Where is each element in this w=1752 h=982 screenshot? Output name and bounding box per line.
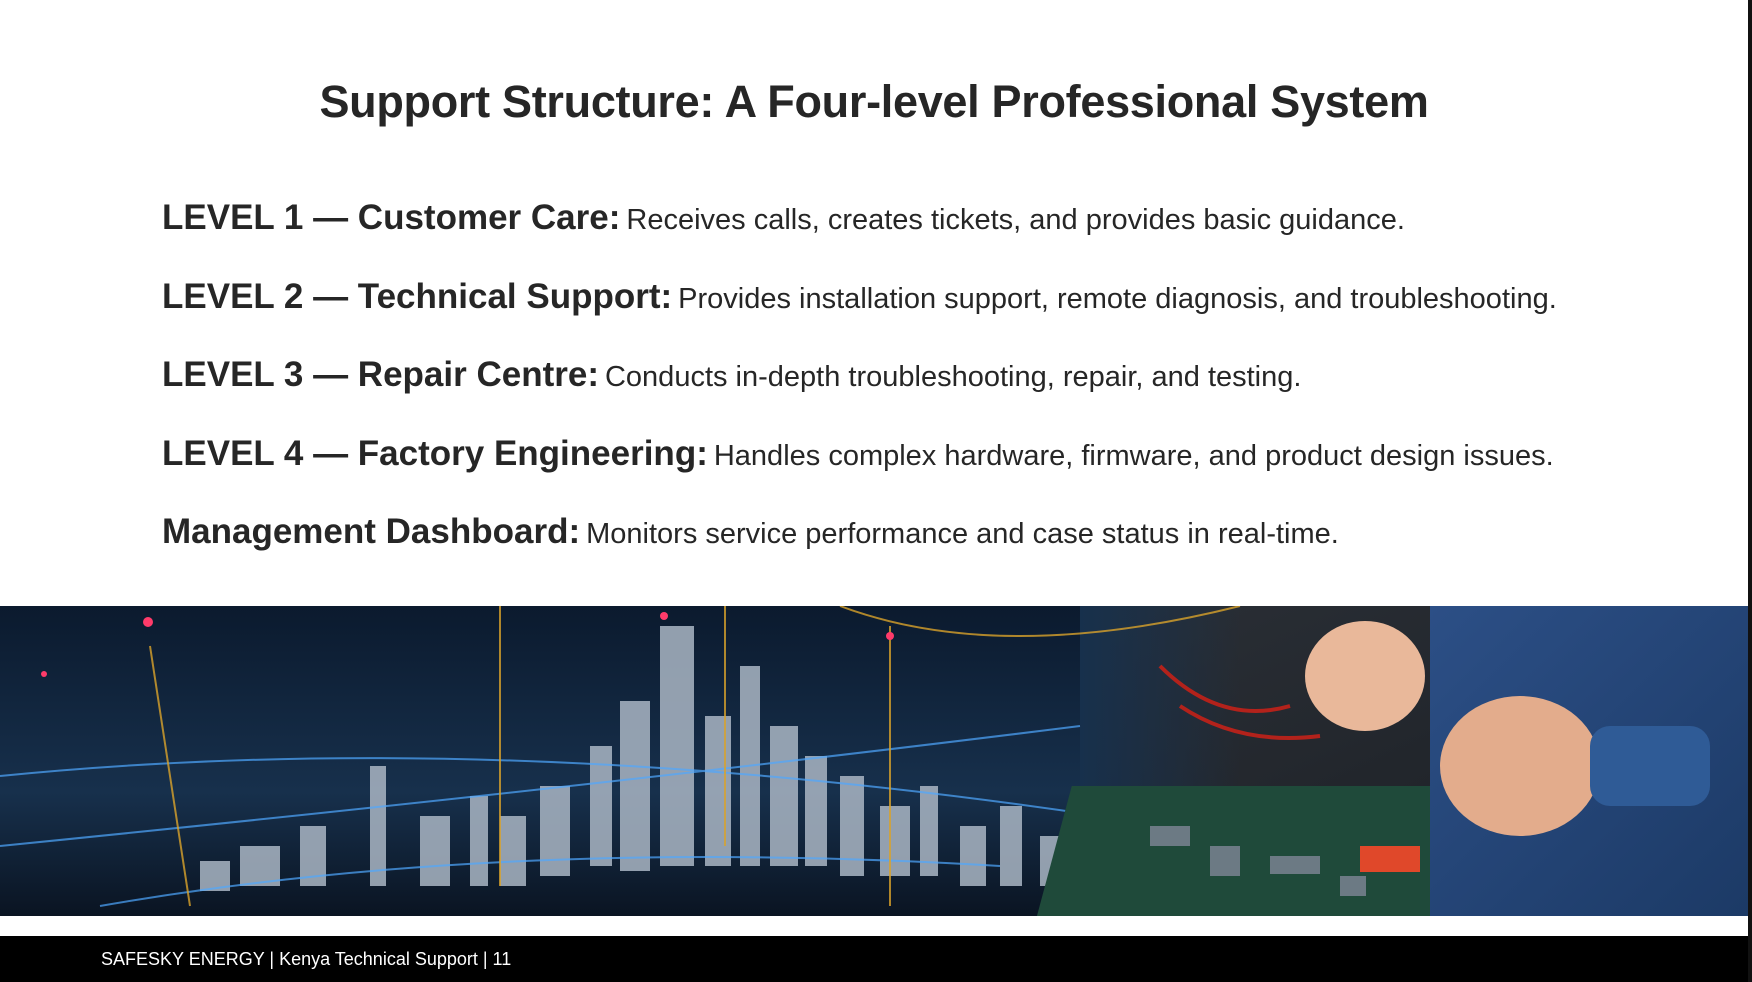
level-1-item: LEVEL 1 — Customer Care:Receives calls, … (162, 198, 1682, 277)
level-1-heading: LEVEL 1 — Customer Care: (162, 198, 621, 237)
slide-title: Support Structure: A Four-level Professi… (319, 76, 1429, 127)
level-2-heading: LEVEL 2 — Technical Support: (162, 276, 673, 316)
dashboard-item: Management Dashboard:Monitors service pe… (162, 512, 1682, 591)
level-4-heading: LEVEL 4 — Factory Engineering: (162, 433, 708, 473)
level-1-description: Receives calls, creates tickets, and pro… (626, 204, 1405, 236)
dashboard-description: Monitors service performance and case st… (586, 518, 1339, 550)
level-3-heading: LEVEL 3 — Repair Centre: (162, 355, 599, 394)
level-2-description: Provides installation support, remote di… (678, 282, 1557, 315)
dashboard-heading: Management Dashboard: (162, 512, 581, 551)
level-3-description: Conducts in-depth troubleshooting, repai… (604, 361, 1302, 393)
footer-text: SAFESKY ENERGY | Kenya Technical Support… (101, 949, 512, 969)
level-4-description: Handles complex hardware, firmware, and … (713, 439, 1554, 472)
level-3-item: LEVEL 3 — Repair Centre:Conducts in-dept… (162, 355, 1682, 434)
banner-illustration (0, 606, 1748, 916)
levels-list: LEVEL 1 — Customer Care:Receives calls, … (162, 198, 1682, 591)
slide-edge (1748, 0, 1752, 982)
level-2-item: LEVEL 2 — Technical Support:Provides ins… (162, 277, 1682, 356)
level-4-item: LEVEL 4 — Factory Engineering:Handles co… (162, 434, 1682, 513)
banner-image (0, 606, 1748, 916)
footer-bar: SAFESKY ENERGY | Kenya Technical Support… (0, 936, 1748, 982)
